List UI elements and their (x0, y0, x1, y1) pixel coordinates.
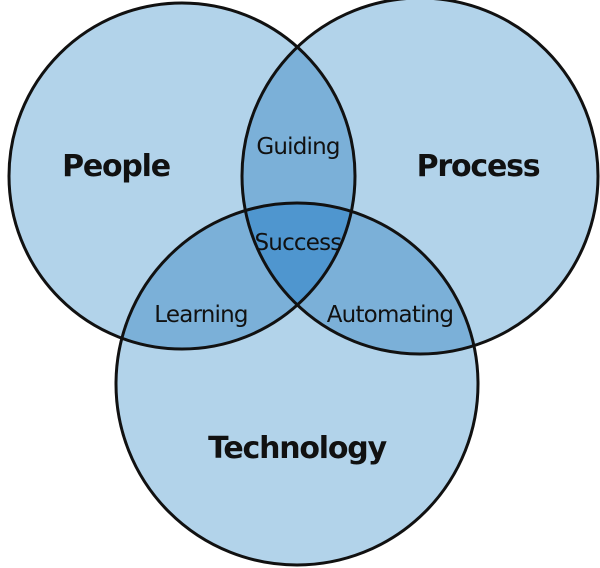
process-technology-overlap (242, 203, 478, 354)
people-outline (7, 1, 357, 351)
technology-label: Technology (208, 431, 388, 466)
success-label: Success (255, 230, 342, 256)
technology-outline (114, 201, 480, 567)
process-outline (240, 0, 600, 356)
guiding-label: Guiding (256, 134, 339, 160)
people-technology-overlap (116, 203, 355, 349)
people-label: People (62, 149, 170, 184)
process-label: Process (417, 149, 540, 184)
automating-label: Automating (327, 302, 454, 328)
learning-label: Learning (154, 302, 247, 328)
